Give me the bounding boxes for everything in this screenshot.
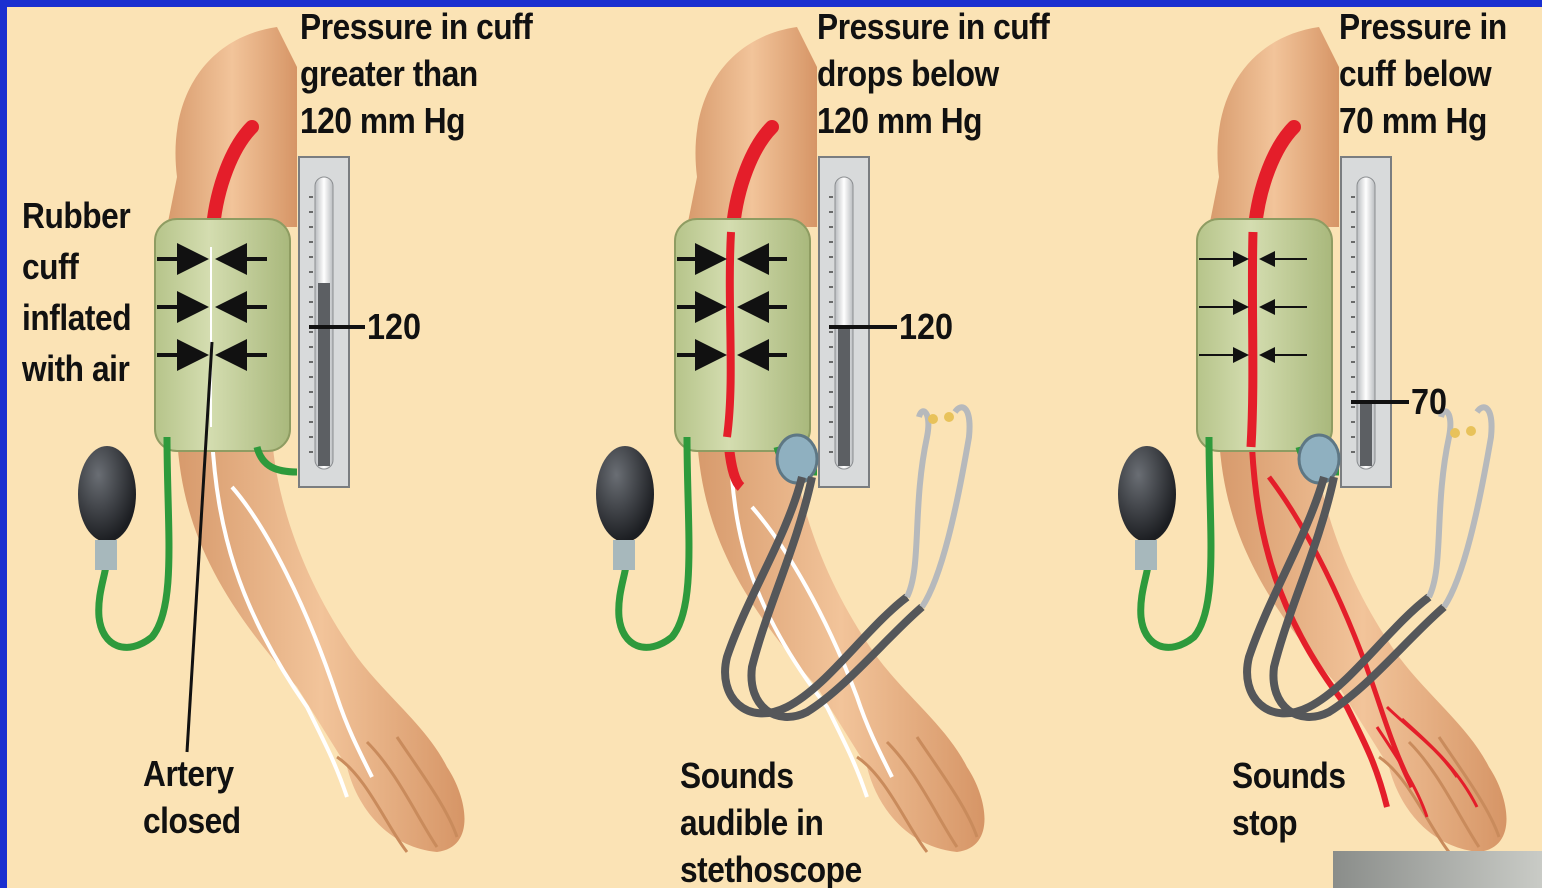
panel-3-title-line-2: cuff below: [1339, 50, 1507, 97]
panel-2-caption-line-3: stethoscope: [680, 846, 862, 888]
panel-2-gauge-value: 120: [899, 306, 953, 348]
panel-1-cuff: [155, 219, 290, 451]
corner-image-thumbnail: [1333, 851, 1542, 888]
panel-2-title: Pressure in cuff drops below 120 mm Hg: [817, 7, 1049, 144]
panel-1-caption-line-2: closed: [143, 797, 241, 844]
cuff-label-line-4: with air: [22, 343, 131, 394]
panel-3-title-line-1: Pressure in: [1339, 7, 1507, 50]
panel-2-title-line-1: Pressure in cuff: [817, 7, 1049, 50]
cuff-label-line-1: Rubber: [22, 190, 131, 241]
cuff-label-line-2: cuff: [22, 241, 131, 292]
panel-2-title-line-3: 120 mm Hg: [817, 97, 1049, 144]
panel-1-title-line-2: greater than: [300, 50, 532, 97]
diagram-canvas: Pressure in cuff greater than 120 mm Hg …: [7, 7, 1542, 888]
cuff-label: Rubber cuff inflated with air: [22, 190, 131, 394]
panel-2-title-line-2: drops below: [817, 50, 1049, 97]
panel-1-manometer: [299, 157, 365, 487]
panel-3-caption-line-2: stop: [1232, 799, 1346, 846]
panel-3-cuff: [1197, 219, 1332, 451]
panel-1-title-line-3: 120 mm Hg: [300, 97, 532, 144]
panel-2-caption-line-2: audible in: [680, 799, 862, 846]
panel-1-gauge-value: 120: [367, 306, 421, 348]
panel-3-caption: Sounds stop: [1232, 752, 1346, 846]
panel-2-caption: Sounds audible in stethoscope: [680, 752, 862, 888]
panel-2-manometer: [819, 157, 897, 487]
panel-1-title: Pressure in cuff greater than 120 mm Hg: [300, 7, 532, 144]
panel-1-caption-line-1: Artery: [143, 750, 241, 797]
panel-2-cuff: [675, 219, 810, 451]
panel-3-title-line-3: 70 mm Hg: [1339, 97, 1507, 144]
panel-2-caption-line-1: Sounds: [680, 752, 862, 799]
panel-3-gauge-value: 70: [1411, 381, 1447, 423]
panel-3-manometer: [1341, 157, 1409, 487]
panel-3-title: Pressure in cuff below 70 mm Hg: [1339, 7, 1507, 144]
panel-1-title-line-1: Pressure in cuff: [300, 7, 532, 50]
panel-3-caption-line-1: Sounds: [1232, 752, 1346, 799]
cuff-label-line-3: inflated: [22, 292, 131, 343]
panel-1-caption: Artery closed: [143, 750, 241, 844]
